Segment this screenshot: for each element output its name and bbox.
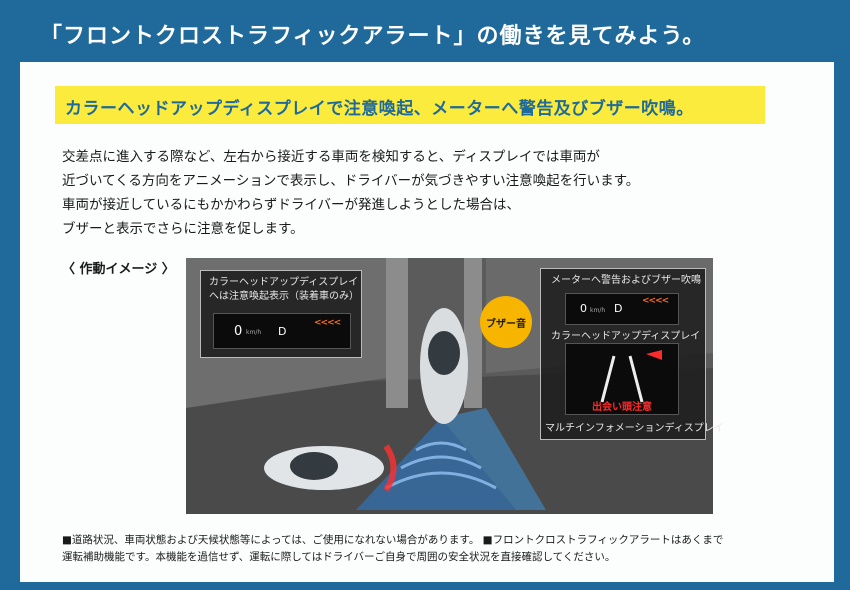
hud-alert-arrows-icon: <<<< <box>314 318 341 328</box>
detection-arc <box>415 441 467 452</box>
section-label: 〈 作動イメージ 〉 <box>62 262 175 277</box>
meter-callout-title: メーターへ警告およびブザー吹鳴 <box>551 275 701 286</box>
crossing-warning-text: 出会い頭注意 <box>592 402 652 413</box>
hud-gear: D <box>278 325 287 338</box>
meter-alert-arrows-icon: <<<< <box>642 296 669 306</box>
highlight-text: カラーヘッドアップディスプレイで注意喚起、メーターへ警告及びブザー吹鳴。 <box>65 99 694 119</box>
hud-callout-title: カラーヘッドアップディスプレイ へは注意喚起表示（装着車のみ） <box>209 276 359 304</box>
radar-wave <box>383 444 397 492</box>
footnote-line: 運転補助機能です。本機能を過信せず、運転に際してはドライバーご自身で周囲の安全状… <box>62 551 616 563</box>
meter-speed-unit: km/h <box>590 307 606 314</box>
ego-car-window <box>428 331 460 375</box>
description-line: 交差点に進入する際など、左右から接近する車両を検知すると、ディスプレイでは車両が <box>62 149 600 165</box>
meter-speed: 0 <box>580 302 587 315</box>
hud-screen: 0 km/h D <<<< <box>213 313 351 349</box>
hud-callout: カラーヘッドアップディスプレイ へは注意喚起表示（装着車のみ） 0 km/h D… <box>200 270 362 358</box>
meter-gear: D <box>614 302 623 315</box>
description-line: 近づいてくる方向をアニメーションで表示し、ドライバーが気づきやすい注意喚起を行い… <box>62 173 640 189</box>
sidewalk-pillar <box>386 258 408 408</box>
hud-callout-title-line: カラーヘッドアップディスプレイ <box>209 277 359 288</box>
footnote: ■道路状況、車両状態および天候状態等によっては、ご使用になれない場合があります。… <box>62 532 822 566</box>
meter-callout: メーターへ警告およびブザー吹鳴 0 km/h D <<<< カラーヘッドアップデ… <box>540 268 724 440</box>
multi-info-label: マルチインフォメーションディスプレイ <box>545 423 724 434</box>
description-line: ブザーと表示でさらに注意を促します。 <box>62 221 304 237</box>
meter-hud-label: カラーヘッドアップディスプレイ <box>551 331 701 342</box>
detection-zone <box>441 408 546 510</box>
approaching-car-window <box>290 452 338 480</box>
footnote-line: ■道路状況、車両状態および天候状態等によっては、ご使用になれない場合があります。… <box>62 534 724 546</box>
description-line: 車両が接近しているにもかかわらずドライバーが発進しようとした場合は、 <box>62 197 521 213</box>
detection-arc <box>400 455 482 470</box>
page-header: 「フロントクロストラフィックアラート」の働きを見てみよう。 <box>0 0 850 62</box>
highlight-banner: カラーヘッドアップディスプレイで注意喚起、メーターへ警告及びブザー吹鳴。 <box>55 86 765 124</box>
sidewalk-pillar <box>464 258 482 408</box>
page-title: 「フロントクロストラフィックアラート」の働きを見てみよう。 <box>40 24 706 49</box>
buzzer-badge: ブザー音 <box>480 296 532 348</box>
description-text: 交差点に進入する際など、左右から接近する車両を検知すると、ディスプレイでは車両が… <box>62 145 762 241</box>
meter-screen: 0 km/h D <<<< <box>565 293 679 325</box>
buzzer-label: ブザー音 <box>486 319 526 330</box>
detection-arc <box>385 471 497 490</box>
hud-callout-title-line: へは注意喚起表示（装着車のみ） <box>209 291 359 302</box>
hud-speed-unit: km/h <box>246 329 262 336</box>
detection-zone <box>356 418 516 510</box>
lane-lines-icon <box>600 350 662 403</box>
hud-speed: 0 <box>234 324 243 339</box>
multi-info-screen: 出会い頭注意 <box>565 343 679 415</box>
